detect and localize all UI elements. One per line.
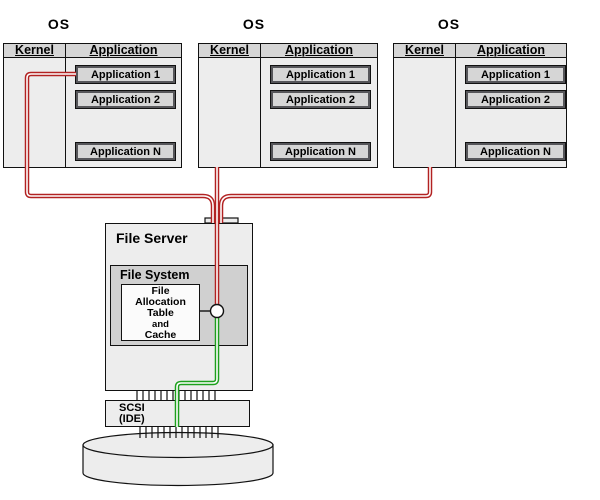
fat-line: Cache bbox=[144, 329, 177, 341]
os-node-3: OS Kernel Application Application 1 Appl… bbox=[393, 0, 567, 170]
kernel-header-label: Kernel bbox=[394, 44, 456, 57]
file-server-title: File Server bbox=[116, 230, 188, 246]
os-body: Application 1 Application 2 Application … bbox=[4, 58, 181, 167]
os-header: Kernel Application bbox=[199, 44, 377, 58]
application-header-label: Application bbox=[66, 44, 181, 57]
application-1-box: Application 1 bbox=[270, 65, 371, 84]
disk-cylinder bbox=[82, 431, 274, 487]
bus-connector-bottom-ticks bbox=[139, 427, 219, 438]
kernel-header-label: Kernel bbox=[199, 44, 261, 57]
network-link-os3 bbox=[218, 167, 433, 223]
fat-line: Allocation bbox=[135, 296, 186, 308]
fat-line: Table bbox=[147, 307, 174, 319]
file-system-title: File System bbox=[120, 268, 190, 282]
os-node-1: OS Kernel Application Application 1 Appl… bbox=[3, 0, 182, 170]
os-header: Kernel Application bbox=[4, 44, 181, 58]
application-header-label: Application bbox=[261, 44, 377, 57]
application-2-box: Application 2 bbox=[75, 90, 176, 109]
os-header: Kernel Application bbox=[394, 44, 566, 58]
fat-line: and bbox=[152, 319, 169, 330]
application-header-label: Application bbox=[456, 44, 566, 57]
scsi-label: SCSI bbox=[119, 402, 145, 414]
application-1-box: Application 1 bbox=[75, 65, 176, 84]
os-title: OS bbox=[47, 16, 71, 32]
fat-line: File bbox=[151, 285, 170, 297]
bus-connector-top-ticks bbox=[136, 391, 216, 400]
os-title: OS bbox=[242, 16, 266, 32]
os-title: OS bbox=[437, 16, 461, 32]
os-box: Kernel Application Application 1 Applica… bbox=[393, 43, 567, 168]
file-allocation-table-box: File Allocation Table and Cache bbox=[121, 284, 200, 341]
application-2-box: Application 2 bbox=[465, 90, 566, 109]
scsi-ide-box: SCSI (IDE) bbox=[105, 400, 250, 427]
kernel-column bbox=[199, 58, 261, 167]
application-n-box: Application N bbox=[270, 142, 371, 161]
kernel-column bbox=[4, 58, 66, 167]
application-n-box: Application N bbox=[75, 142, 176, 161]
os-body: Application 1 Application 2 Application … bbox=[394, 58, 566, 167]
os-node-2: OS Kernel Application Application 1 Appl… bbox=[198, 0, 378, 170]
kernel-column bbox=[394, 58, 456, 167]
application-n-box: Application N bbox=[465, 142, 566, 161]
os-box: Kernel Application Application 1 Applica… bbox=[198, 43, 378, 168]
application-1-box: Application 1 bbox=[465, 65, 566, 84]
ide-label: (IDE) bbox=[119, 413, 145, 425]
os-body: Application 1 Application 2 Application … bbox=[199, 58, 377, 167]
os-box: Kernel Application Application 1 Applica… bbox=[3, 43, 182, 168]
application-2-box: Application 2 bbox=[270, 90, 371, 109]
kernel-header-label: Kernel bbox=[4, 44, 66, 57]
